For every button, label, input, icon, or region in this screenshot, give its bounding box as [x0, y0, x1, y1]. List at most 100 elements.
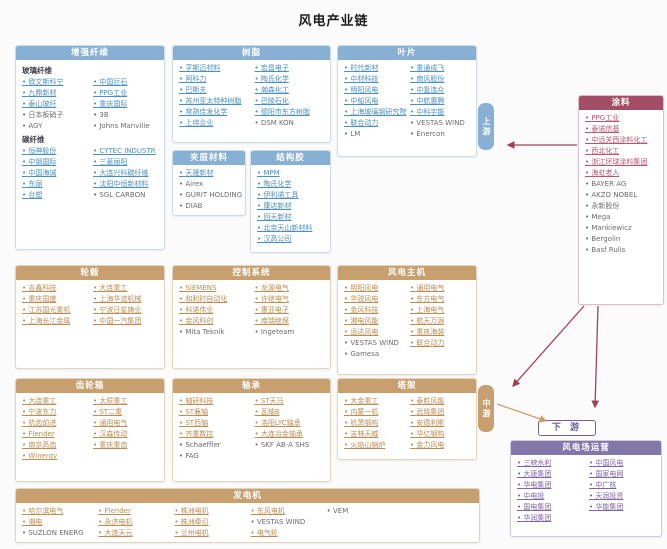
company-link[interactable]: 瓦轴B [255, 407, 325, 418]
company-link[interactable]: 大连重工 [22, 396, 87, 407]
company-link[interactable]: 株洲牵引 [174, 517, 244, 528]
company-link[interactable]: 江苏国光重机 [22, 305, 87, 316]
company-link[interactable]: 常熟佳发化学 [179, 107, 249, 118]
company-link[interactable]: 苏州亚太特种树脂 [179, 96, 249, 107]
company-link[interactable]: 巴陵石化 [255, 96, 325, 107]
company-link[interactable]: 九鼎新材 [22, 88, 87, 99]
company-link[interactable]: 湘电 [22, 517, 92, 528]
company-link[interactable]: 东方电气 [410, 294, 470, 305]
company-link[interactable]: 明阳风电 [344, 85, 404, 96]
company-link[interactable]: 轴研科技 [179, 396, 249, 407]
company-link[interactable]: 巴斯夫 [179, 85, 249, 96]
company-link[interactable]: 哈尔滨电气 [22, 506, 92, 517]
company-link[interactable]: MPM [257, 168, 324, 179]
company-link[interactable]: 天润投资 [589, 491, 655, 502]
company-link[interactable]: 和利时自动化 [179, 294, 249, 305]
company-link[interactable]: 中国海诚 [22, 168, 87, 179]
company-link[interactable]: 南风股份 [410, 74, 470, 85]
company-link[interactable]: 株洲电机 [174, 506, 244, 517]
company-link[interactable]: 航天万源 [410, 316, 470, 327]
company-link[interactable]: 杭萧钢构 [344, 418, 404, 429]
company-link[interactable]: 大唐集团 [517, 469, 583, 480]
company-link[interactable]: 伊利诺工具 [257, 190, 324, 201]
company-link[interactable]: 泰诺信基 [585, 124, 657, 135]
company-link[interactable]: ST天马 [255, 396, 325, 407]
company-link[interactable]: 东风电机 [250, 506, 320, 517]
company-link[interactable]: ST西轴 [179, 418, 249, 429]
company-link[interactable]: 沈阳中恒新材料 [93, 179, 158, 190]
company-link[interactable]: 泰胜风能 [410, 396, 470, 407]
company-link[interactable]: 中科宇能 [410, 107, 470, 118]
company-link[interactable]: 时代新材 [344, 63, 404, 74]
company-link[interactable]: 中电投 [517, 491, 583, 502]
company-link[interactable]: 国电集团 [517, 502, 583, 513]
company-link[interactable]: 杭齿前进 [22, 418, 87, 429]
company-link[interactable]: 阿科力 [179, 74, 249, 85]
company-link[interactable]: 浙江环球涂料集团 [585, 157, 657, 168]
company-link[interactable]: ST襄轴 [179, 407, 249, 418]
company-link[interactable]: 德阳市东方树脂 [255, 107, 325, 118]
company-link[interactable]: 南瑞继保 [255, 316, 325, 327]
company-link[interactable]: 康达新材 [257, 201, 324, 212]
company-link[interactable]: 联合动力 [410, 338, 470, 349]
company-link[interactable]: 大连冶金轴承 [255, 429, 325, 440]
company-link[interactable]: 大连重工 [93, 283, 158, 294]
company-link[interactable]: 运达风电 [344, 327, 404, 338]
company-link[interactable]: 永济电机 [98, 517, 168, 528]
company-link[interactable]: 联合动力 [344, 118, 404, 129]
company-link[interactable]: 中船风电 [344, 96, 404, 107]
company-link[interactable]: 通用电气 [93, 418, 158, 429]
company-link[interactable]: 三峡水利 [517, 458, 583, 469]
company-link[interactable]: 回天新材 [257, 212, 324, 223]
company-link[interactable]: 重庆国盛 [22, 294, 87, 305]
company-link[interactable]: Winergy [22, 451, 87, 462]
company-link[interactable]: PPG工业 [93, 88, 158, 99]
company-link[interactable]: 中远关西涂料化工 [585, 135, 657, 146]
company-link[interactable]: 惠亚电子 [255, 305, 325, 316]
company-link[interactable]: 大连兴科碳纤维 [93, 168, 158, 179]
company-link[interactable]: 西北化工 [585, 146, 657, 157]
company-link[interactable]: Flender [98, 506, 168, 517]
company-link[interactable]: 重庆海装 [410, 327, 470, 338]
company-link[interactable]: 欧文斯科宁 [22, 77, 87, 88]
company-link[interactable]: 南京高齿 [22, 440, 87, 451]
company-link[interactable]: 重通成飞 [410, 63, 470, 74]
company-link[interactable]: 吉林天威 [344, 429, 404, 440]
company-link[interactable]: 汉森传动 [93, 429, 158, 440]
company-link[interactable]: PPG工业 [585, 113, 657, 124]
company-link[interactable]: 安德利斯 [410, 418, 470, 429]
company-link[interactable]: 通用电气 [410, 283, 470, 294]
company-link[interactable]: 华润集团 [517, 513, 583, 524]
company-link[interactable]: 内蒙一机 [344, 407, 404, 418]
company-link[interactable]: 瀚森化工 [255, 85, 325, 96]
company-link[interactable]: 大金重工 [344, 396, 404, 407]
company-link[interactable]: 陶氏化学 [255, 74, 325, 85]
company-link[interactable]: 中国风电 [589, 458, 655, 469]
company-link[interactable]: 华电集团 [517, 480, 583, 491]
company-link[interactable]: 华锐风电 [344, 294, 404, 305]
company-link[interactable]: 金风科技 [344, 305, 404, 316]
company-link[interactable]: 金风科创 [179, 316, 249, 327]
company-link[interactable]: 海虹老人 [585, 168, 657, 179]
company-link[interactable]: 中国一汽集团 [93, 316, 158, 327]
company-link[interactable]: 兰州电机 [174, 528, 244, 539]
company-link[interactable]: 泰山玻纤 [22, 99, 87, 110]
company-link[interactable]: 许继电气 [255, 294, 325, 305]
company-link[interactable]: 中国巨石 [93, 77, 158, 88]
company-link[interactable]: 明阳风电 [344, 283, 404, 294]
company-link[interactable]: 重庆国际 [93, 99, 158, 110]
company-link[interactable]: 重庆重齿 [93, 440, 158, 451]
company-link[interactable]: SIEMENS [179, 283, 249, 294]
company-link[interactable]: 北京天山新材料 [257, 223, 324, 234]
company-link[interactable]: 武晓集团 [410, 407, 470, 418]
company-link[interactable]: 宏昌电子 [255, 63, 325, 74]
company-link[interactable]: 汉高公司 [257, 234, 324, 245]
company-link[interactable]: 宁波日星铸业 [93, 305, 158, 316]
company-link[interactable]: 太原重工 [93, 396, 158, 407]
company-link[interactable]: 龙源电气 [255, 283, 325, 294]
company-link[interactable]: 吉鑫科技 [22, 283, 87, 294]
company-link[interactable]: 台塑 [22, 190, 87, 201]
company-link[interactable]: 三菱丽阳 [93, 157, 158, 168]
company-link[interactable]: 亨斯迈材料 [179, 63, 249, 74]
company-link[interactable]: 上海华谊机械 [93, 294, 158, 305]
